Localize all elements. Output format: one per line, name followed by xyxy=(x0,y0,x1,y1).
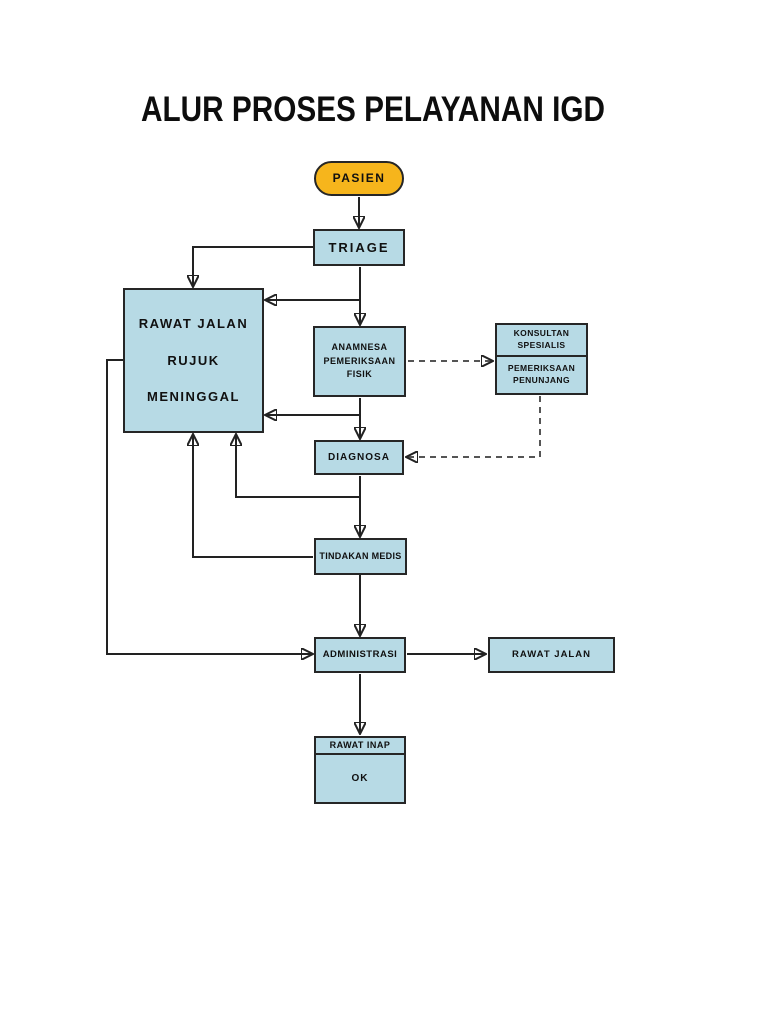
node-konsultan-bottom-line: PEMERIKSAAN xyxy=(507,363,576,374)
node-pasien-label: PASIEN xyxy=(332,171,386,186)
node-rawat-inap: RAWAT INAP OK xyxy=(314,736,406,804)
node-outcome-line: MENINGGAL xyxy=(147,389,240,405)
node-konsultan-bottom-line: PENUNJANG xyxy=(513,375,570,385)
node-rawat-inap-body: OK xyxy=(351,772,369,784)
node-rawat-inap-header: RAWAT INAP xyxy=(316,738,404,755)
node-rawat-jalan-label: RAWAT JALAN xyxy=(512,648,591,660)
node-rawat-jalan: RAWAT JALAN xyxy=(488,637,615,673)
node-outcome-line: RAWAT JALAN xyxy=(138,316,249,332)
node-tindakan-medis-label: TINDAKAN MEDIS xyxy=(319,551,402,562)
node-anamnesa-line: PEMERIKSAAN xyxy=(323,355,396,366)
node-konsultan-top-line: KONSULTAN xyxy=(513,328,570,339)
node-diagnosa-label: DIAGNOSA xyxy=(328,451,390,463)
node-tindakan-medis: TINDAKAN MEDIS xyxy=(314,538,407,575)
node-pasien: PASIEN xyxy=(314,161,404,196)
node-triage-label: TRIAGE xyxy=(328,239,390,255)
node-administrasi-label: ADMINISTRASI xyxy=(322,648,398,660)
node-administrasi: ADMINISTRASI xyxy=(314,637,406,673)
node-diagnosa: DIAGNOSA xyxy=(314,440,404,475)
node-anamnesa-line: FISIK xyxy=(346,369,373,380)
node-konsultan-top: KONSULTAN SPESIALIS xyxy=(497,325,586,357)
node-outcome: RAWAT JALAN RUJUK MENINGGAL xyxy=(123,288,264,433)
edge-triage-outcome-top xyxy=(193,246,313,286)
node-konsultan-top-line: SPESIALIS xyxy=(517,340,566,350)
edge-tindakan-outcome-bottom-left xyxy=(193,435,313,558)
edge-konsultan-diagnosa xyxy=(407,396,541,457)
node-triage: TRIAGE xyxy=(313,229,405,266)
page-title: ALUR PROSES PELAYANAN IGD xyxy=(141,90,605,129)
node-anamnesa-line: ANAMNESA xyxy=(331,342,388,353)
node-konsultan: KONSULTAN SPESIALIS PEMERIKSAAN PENUNJAN… xyxy=(495,323,588,395)
node-konsultan-bottom: PEMERIKSAAN PENUNJANG xyxy=(497,357,586,393)
node-outcome-line: RUJUK xyxy=(167,352,220,368)
node-anamnesa: ANAMNESA PEMERIKSAAN FISIK xyxy=(313,326,406,397)
